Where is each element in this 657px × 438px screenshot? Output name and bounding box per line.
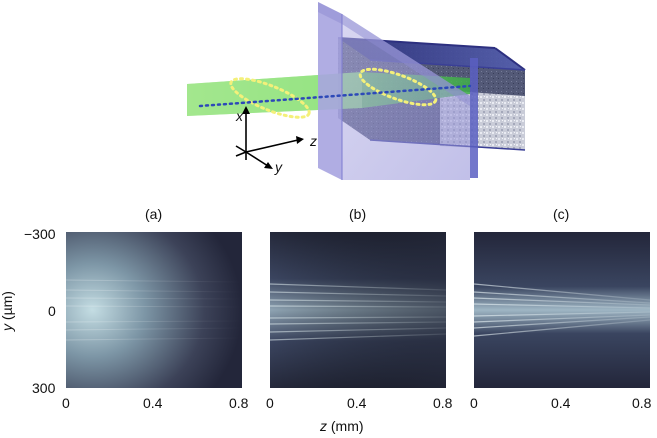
y-axis-label: y (µm): [0, 281, 17, 341]
x-tick-b-1: 0.4: [347, 395, 367, 411]
schematic-x-label: x: [236, 108, 243, 124]
schematic-z-label: z: [310, 133, 317, 149]
glass-slab: [318, 2, 478, 180]
y-tick-top: −300: [24, 226, 56, 242]
x-tick-c-1: 0.4: [551, 395, 571, 411]
schematic-diagram: [187, 2, 526, 180]
y-tick-bottom: 300: [32, 380, 56, 396]
panel-label-a: (a): [145, 206, 163, 222]
x-axis-label: z (mm): [320, 418, 364, 434]
y-axis-unit: (µm): [0, 291, 15, 321]
panel-label-c: (c): [553, 206, 570, 222]
x-tick-b-0: 0: [266, 395, 274, 411]
panel-label-b: (b): [349, 206, 367, 222]
beam-axis: [198, 84, 472, 108]
y-axis-symbol: y: [0, 323, 15, 331]
image-panel-c: [474, 232, 650, 388]
coordinate-axes: [235, 106, 304, 169]
x-tick-a-1: 0.4: [143, 395, 163, 411]
image-panel-b: [270, 232, 446, 388]
x-axis-unit: (mm): [330, 418, 364, 434]
y-tick-mid: 0: [48, 303, 56, 319]
x-tick-a-2: 0.8: [229, 395, 249, 411]
x-tick-c-2: 0.8: [632, 395, 652, 411]
x-axis-symbol: z: [320, 418, 327, 434]
schematic-y-label: y: [275, 159, 282, 175]
x-tick-c-0: 0: [470, 395, 478, 411]
image-panel-a: [66, 232, 242, 388]
x-tick-b-2: 0.8: [433, 395, 453, 411]
focus-ellipse-right: [358, 67, 438, 107]
focus-ellipse-left: [229, 77, 311, 119]
x-tick-a-0: 0: [62, 395, 70, 411]
